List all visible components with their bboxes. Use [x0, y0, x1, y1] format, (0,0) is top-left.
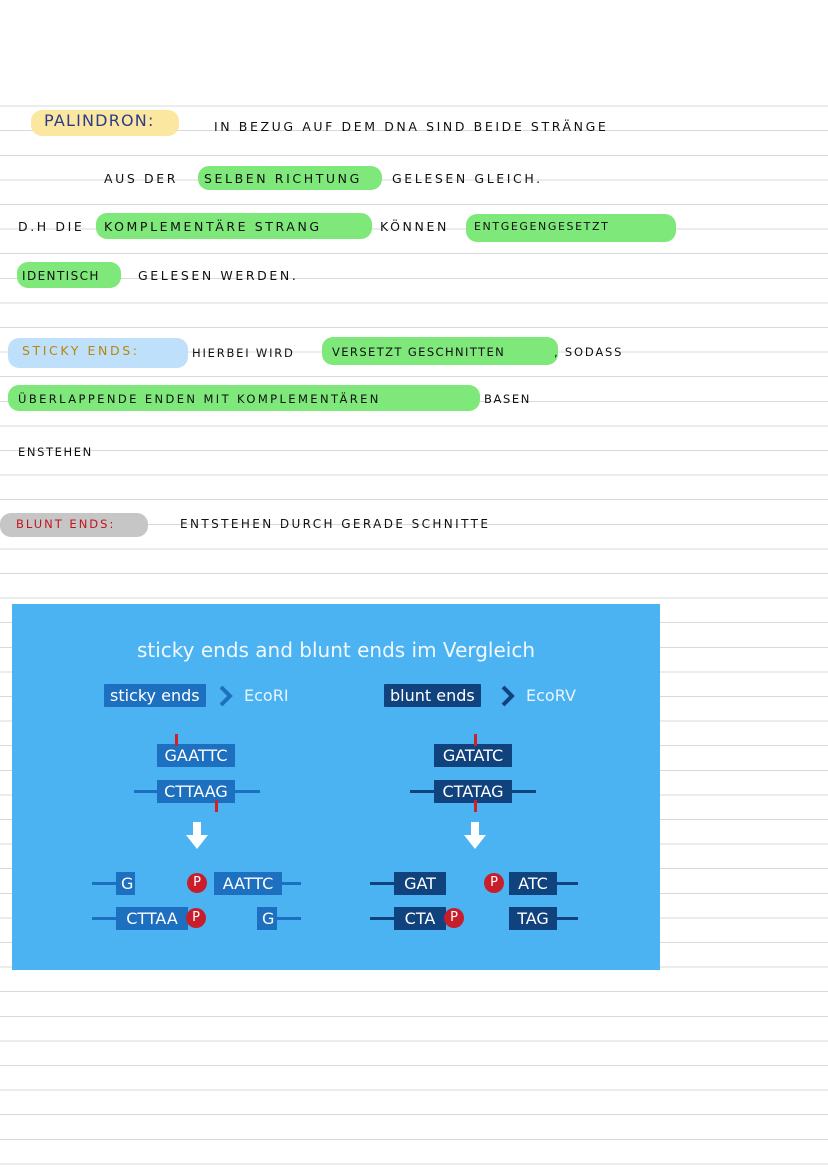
palindrom-line-2-b: GELESEN GLEICH. — [392, 171, 543, 186]
sticky-left-bottom: CTTAA — [116, 907, 188, 930]
arrow-down-icon — [186, 822, 208, 849]
highlight-versetzt — [322, 337, 558, 365]
label-sticky-ends: sticky ends — [104, 684, 206, 707]
palindrom-line-3-hl2: ENTGEGENGESETZT — [474, 220, 610, 233]
cut-marker — [175, 734, 178, 746]
cut-marker — [474, 800, 477, 812]
sticky-top-strand: GAATTC — [157, 744, 235, 767]
sticky-left-top: G — [116, 872, 135, 895]
blunt-right-bottom: TAG — [509, 907, 557, 930]
sticky-line-1-b: , SODASS — [554, 345, 624, 359]
highlight-palindrom — [31, 110, 179, 136]
strand-line — [92, 917, 120, 920]
strand-line — [370, 917, 398, 920]
sticky-right-bottom: G — [257, 907, 277, 930]
palindrom-line-1: IN BEZUG AUF DEM DNA SIND BEIDE STRÄNGE — [214, 119, 609, 134]
highlight-selben-richtung — [198, 166, 382, 190]
sticky-line-1-hl: VERSETZT GESCHNITTEN — [332, 345, 506, 359]
cut-marker — [474, 734, 477, 746]
blunt-bottom-strand: CTATAG — [434, 780, 512, 803]
term-palindrom: PALINDRON: — [44, 111, 155, 130]
highlight-sticky-ends — [8, 338, 188, 368]
enzyme-ecori: EcoRI — [244, 686, 289, 705]
blunt-top-strand: GATATC — [434, 744, 512, 767]
palindrom-line-3-b: KÖNNEN — [380, 219, 449, 234]
phosphate-icon: P — [186, 908, 206, 928]
strand-line — [92, 882, 120, 885]
cut-marker — [215, 800, 218, 812]
highlight-blunt-ends — [0, 513, 148, 537]
sticky-line-2-b: BASEN — [484, 392, 531, 406]
phosphate-icon: P — [187, 873, 207, 893]
palindrom-line-3-hl1: KOMPLEMENTÄRE STRANG — [104, 219, 322, 234]
term-blunt-ends: BLUNT ENDS: — [16, 517, 116, 531]
highlight-entgegengesetzt — [466, 214, 676, 242]
strand-line — [552, 917, 578, 920]
highlight-identisch — [17, 262, 121, 288]
arrow-down-icon — [464, 822, 486, 849]
figure-title: sticky ends and blunt ends im Vergleich — [136, 638, 536, 662]
sticky-right-top: AATTC — [214, 872, 282, 895]
label-blunt-ends: blunt ends — [384, 684, 481, 707]
strand-line — [277, 882, 301, 885]
highlight-ueberlappende — [8, 385, 480, 411]
phosphate-icon: P — [484, 873, 504, 893]
palindrom-line-3-a: D.H DIE — [18, 219, 85, 234]
blunt-line-1: ENTSTEHEN DURCH GERADE SCHNITTE — [180, 517, 491, 531]
term-sticky-ends: STICKY ENDS: — [22, 343, 140, 358]
chevron-right-icon — [219, 685, 233, 707]
palindrom-line-4-b: GELESEN WERDEN. — [138, 268, 299, 283]
palindrom-line-4-hl: IDENTISCH — [22, 269, 100, 283]
highlight-komplementaere — [96, 213, 372, 239]
strand-line — [277, 917, 301, 920]
sticky-bottom-strand: CTTAAG — [157, 780, 235, 803]
enzyme-ecorv: EcoRV — [526, 686, 576, 705]
chevron-right-icon — [501, 685, 515, 707]
sticky-line-3: ENSTEHEN — [18, 445, 93, 459]
palindrom-line-2-hl: SELBEN RICHTUNG — [204, 171, 362, 186]
strand-line — [552, 882, 578, 885]
palindrom-line-2-a: AUS DER — [104, 171, 179, 186]
blunt-left-bottom: CTA — [394, 907, 446, 930]
phosphate-icon: P — [444, 908, 464, 928]
blunt-right-top: ATC — [509, 872, 557, 895]
blunt-left-top: GAT — [394, 872, 446, 895]
sticky-line-1-a: HIERBEI WIRD — [192, 346, 295, 360]
sticky-line-2-hl: ÜBERLAPPENDE ENDEN MIT KOMPLEMENTÄREN — [18, 392, 381, 406]
strand-line — [370, 882, 398, 885]
figure-sticky-vs-blunt: sticky ends and blunt ends im Vergleich … — [12, 604, 660, 970]
